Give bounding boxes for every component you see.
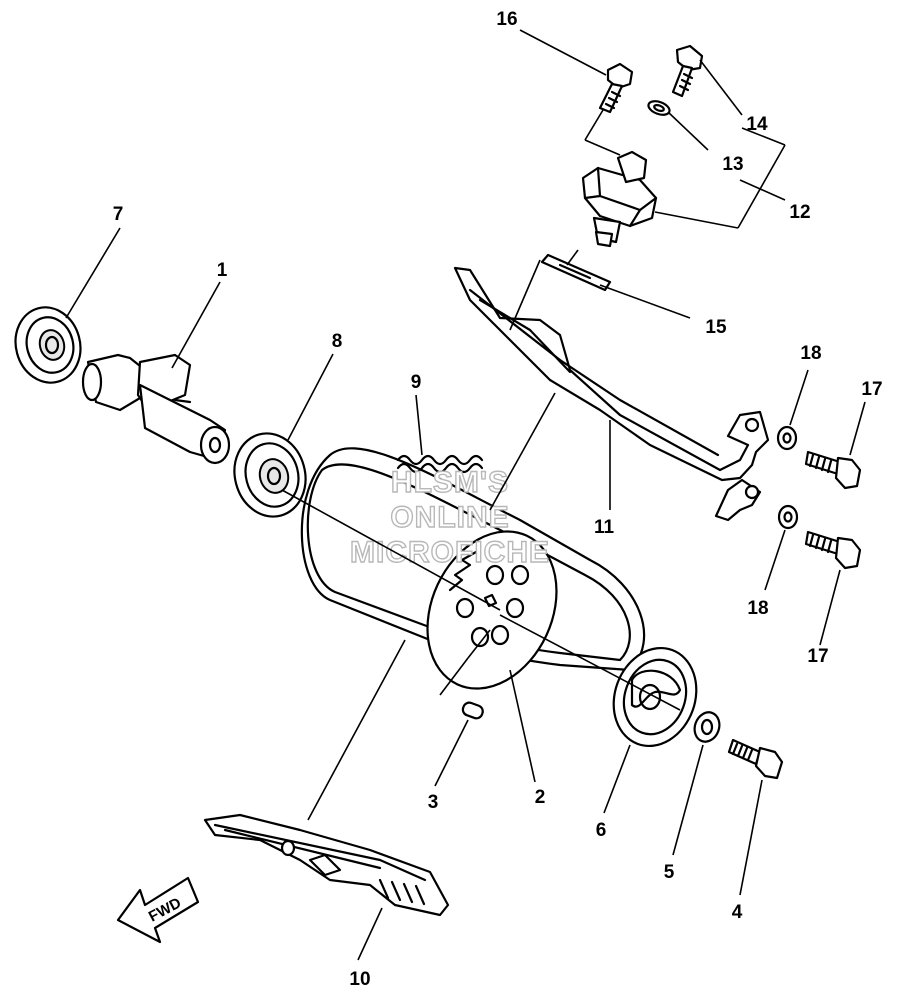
chain-guide-lower [203, 813, 450, 917]
callout-10: 10 [349, 969, 370, 990]
callout-8: 8 [332, 331, 343, 352]
callout-5: 5 [664, 862, 675, 883]
callout-numbers: 7 1 8 9 3 2 6 5 4 10 11 16 14 13 12 15 1… [113, 9, 883, 990]
bolt-14 [671, 44, 704, 98]
callout-17-lower: 17 [807, 646, 828, 667]
callout-1: 1 [217, 260, 228, 281]
callout-11: 11 [594, 517, 615, 538]
callout-14: 14 [746, 114, 768, 135]
watermark-line-3: MICROFICHE [350, 536, 550, 569]
callout-17-upper: 17 [861, 379, 882, 400]
o-ring [647, 100, 671, 116]
bearing-left [14, 306, 82, 384]
leader-lines [65, 29, 866, 961]
spring [396, 454, 484, 474]
callout-3: 3 [428, 792, 439, 813]
callout-9: 9 [411, 372, 422, 393]
bolt-17-lower [804, 530, 862, 570]
callout-12: 12 [789, 202, 810, 223]
washer-18-upper [776, 425, 798, 451]
camshaft [81, 353, 231, 465]
washer-18-lower [777, 504, 799, 530]
callout-2: 2 [535, 787, 546, 808]
callout-18-upper: 18 [800, 343, 821, 364]
callout-6: 6 [596, 820, 607, 841]
bolt-17-upper [804, 450, 862, 490]
bolt-16 [598, 62, 634, 114]
watermark-line-2: ONLINE [390, 501, 509, 534]
tensioner-guide-arm [453, 266, 770, 522]
dowel-pin [461, 701, 484, 720]
cam-sprocket [426, 530, 558, 690]
watermark: HLSM'S ONLINE MICROFICHE [349, 465, 550, 569]
callout-16: 16 [496, 9, 517, 30]
callout-7: 7 [113, 204, 124, 225]
callout-18-lower: 18 [747, 598, 768, 619]
watermark-line-1: HLSM'S [391, 466, 509, 499]
fwd-direction-badge: FWD [116, 876, 200, 944]
bearing-right [233, 432, 307, 518]
callout-4: 4 [732, 902, 743, 923]
callout-13: 13 [722, 154, 743, 175]
washer [693, 711, 721, 743]
chain-tensioner [581, 150, 658, 248]
bolt-4 [727, 738, 784, 780]
callout-15: 15 [705, 317, 727, 338]
tensioner-gasket [540, 253, 612, 292]
